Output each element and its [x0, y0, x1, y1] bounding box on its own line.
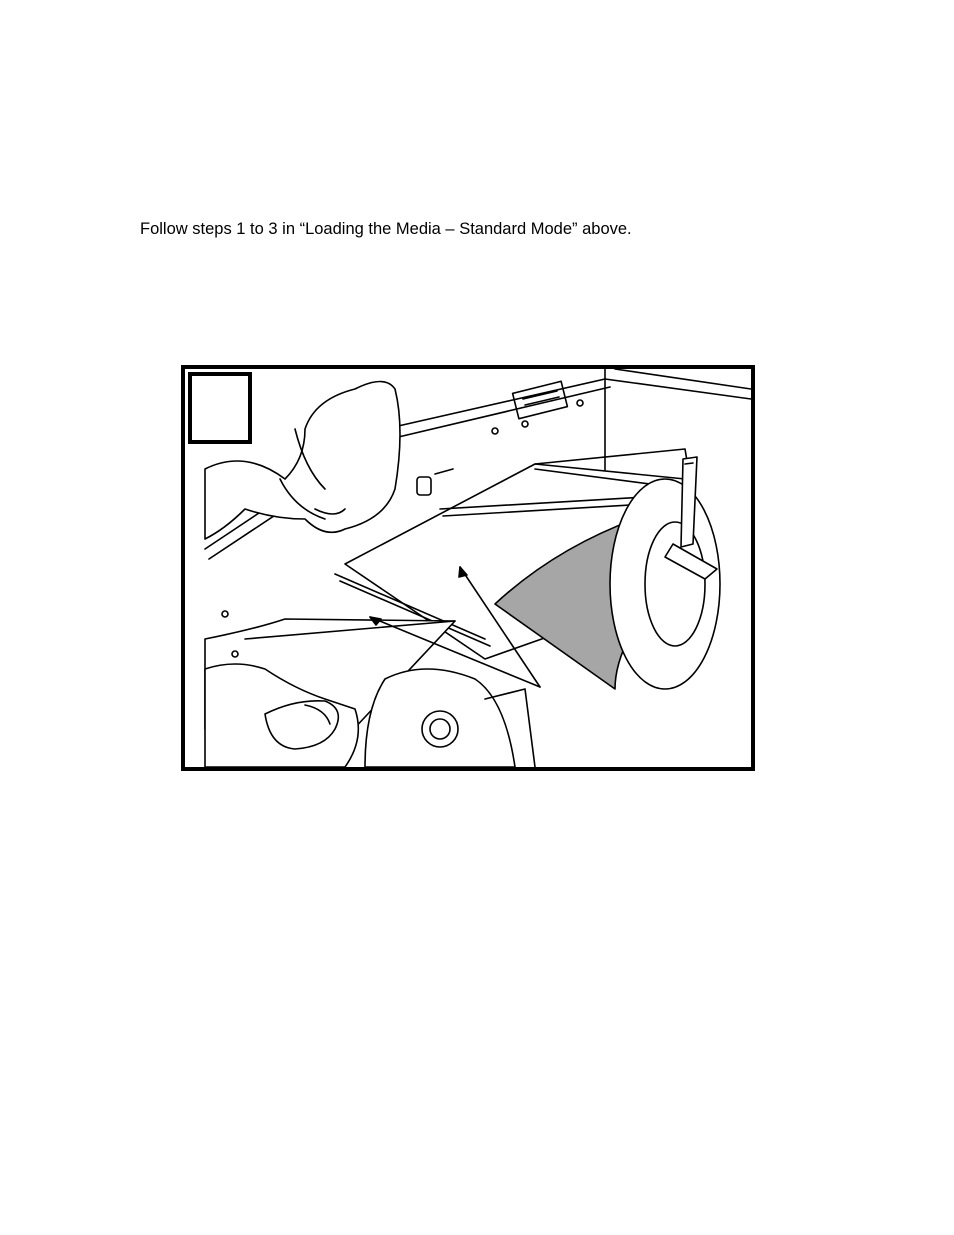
step-number-box — [188, 372, 252, 444]
upper-hand — [204, 380, 401, 540]
arrow-up-line — [459, 566, 541, 688]
thumb — [264, 699, 340, 750]
printhead-base — [364, 668, 516, 767]
media-guide — [680, 456, 698, 548]
roll-core — [644, 521, 706, 647]
hinge-plate — [511, 380, 569, 420]
instruction-text: Follow steps 1 to 3 in “Loading the Medi… — [140, 220, 632, 238]
gear — [421, 710, 459, 748]
media-loading-illustration — [181, 365, 755, 771]
label-gap-1 — [439, 496, 646, 510]
arrow-left-line — [369, 616, 541, 688]
arrow-left-head — [369, 616, 382, 626]
printer-media-roll-drawing — [204, 369, 751, 767]
arrow-up-head — [458, 566, 468, 578]
